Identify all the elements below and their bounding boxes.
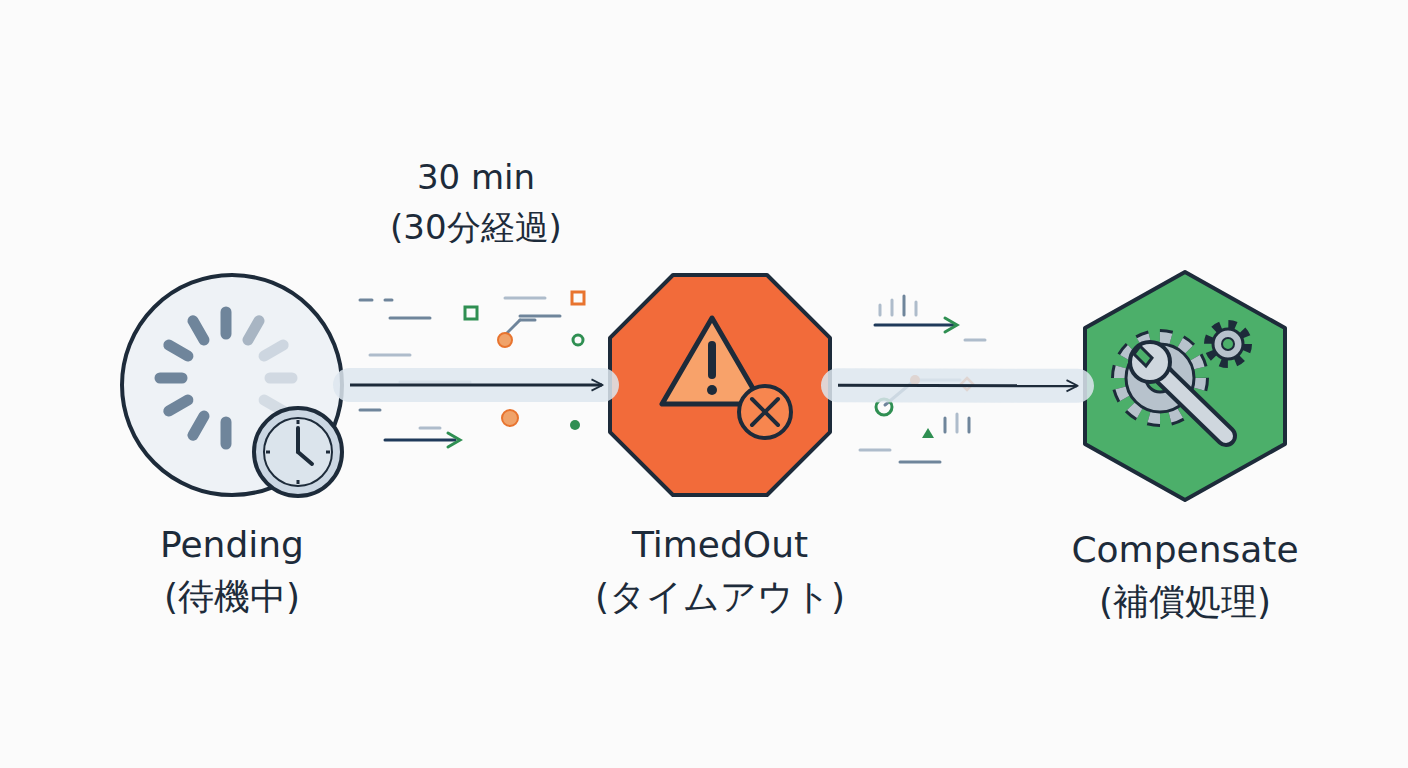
transition-arrow xyxy=(350,384,602,387)
state-octagon: TimedOut(タイムアウト) xyxy=(608,273,832,497)
spinner-icon xyxy=(160,312,292,444)
flow-band xyxy=(350,368,602,402)
transition-arrow xyxy=(838,384,1077,388)
node-caption: TimedOut(タイムアウト) xyxy=(468,519,972,623)
state-octagon-outline xyxy=(608,273,832,497)
state-name-ja: (待機中) xyxy=(0,571,484,623)
gear-wrench-icon xyxy=(1120,326,1246,436)
node-caption: Pending(待機中) xyxy=(0,519,484,623)
state-hexagon: Compensate(補償処理) xyxy=(1083,270,1287,502)
state-name: TimedOut xyxy=(468,519,972,571)
state-hexagon-outline xyxy=(1083,270,1287,502)
node-caption: Compensate(補償処理) xyxy=(943,524,1408,628)
transition-label: 30 min (30分経過) xyxy=(366,152,586,252)
state-name: Compensate xyxy=(943,524,1408,576)
state-name-ja: (タイムアウト) xyxy=(468,571,972,623)
warning-icon xyxy=(662,318,791,438)
state-name-ja: (補償処理) xyxy=(943,576,1408,628)
flow-band xyxy=(838,368,1077,403)
clock-icon xyxy=(254,408,342,496)
circle-outline xyxy=(122,275,342,495)
hexagon-outline xyxy=(1085,272,1285,500)
state-name: Pending xyxy=(0,519,484,571)
state-circle: Pending(待機中) xyxy=(120,273,344,497)
state-circle-outline xyxy=(120,273,344,497)
octagon-outline xyxy=(610,275,830,495)
